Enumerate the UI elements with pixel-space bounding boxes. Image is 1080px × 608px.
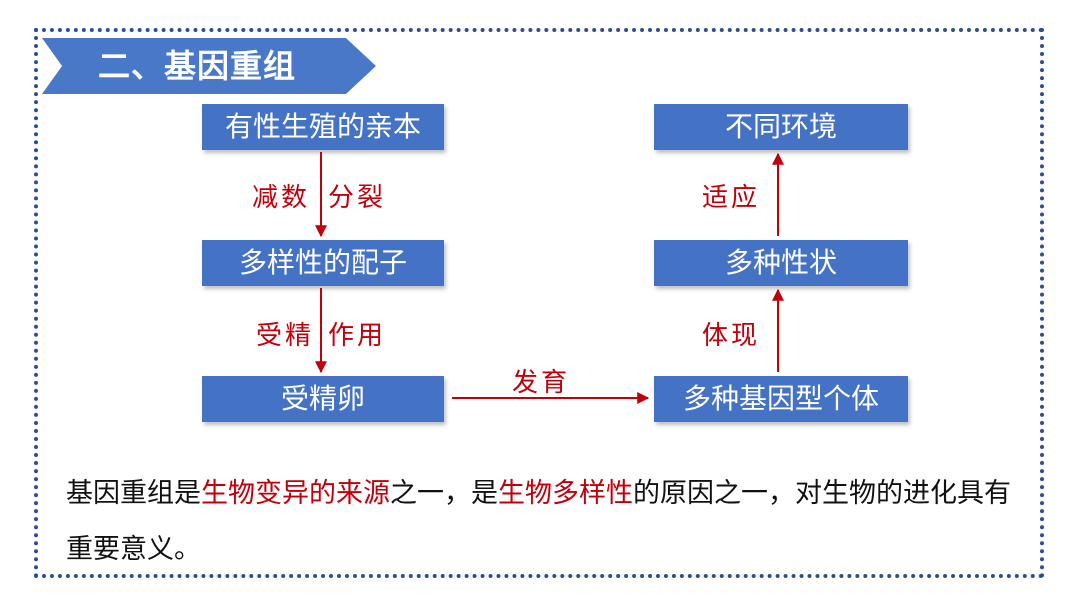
label-adapt: 适应 — [702, 183, 761, 213]
label-manifest: 体现 — [702, 321, 761, 351]
desc-highlight-biodiversity: 生物多样性 — [498, 478, 633, 509]
label-meiosis-right: 分裂 — [328, 183, 387, 213]
node-parent: 有性生殖的亲本 — [202, 104, 444, 150]
desc-part-3: 的原因之一，对生物的进化具有重要意义。 — [66, 478, 1011, 565]
node-zygote: 受精卵 — [202, 376, 444, 422]
dotted-frame — [34, 28, 1044, 578]
node-traits: 多种性状 — [654, 240, 908, 286]
label-development: 发育 — [512, 368, 571, 398]
title-banner — [42, 38, 376, 94]
desc-part-1: 基因重组是 — [66, 478, 201, 509]
label-meiosis-left: 减数 — [252, 183, 311, 213]
node-genotype-individual: 多种基因型个体 — [654, 376, 908, 422]
label-fertilization-left: 受精 — [256, 321, 315, 351]
desc-highlight-variation-source: 生物变异的来源 — [201, 478, 390, 509]
label-fertilization-right: 作用 — [328, 321, 387, 351]
node-gametes: 多样性的配子 — [202, 240, 444, 286]
node-environment: 不同环境 — [654, 104, 908, 150]
section-title: 二、基因重组 — [98, 47, 297, 85]
description-paragraph: 基因重组是生物变异的来源之一，是生物多样性的原因之一，对生物的进化具有重要意义。 — [66, 466, 1036, 578]
desc-part-2: 之一，是 — [390, 478, 498, 509]
